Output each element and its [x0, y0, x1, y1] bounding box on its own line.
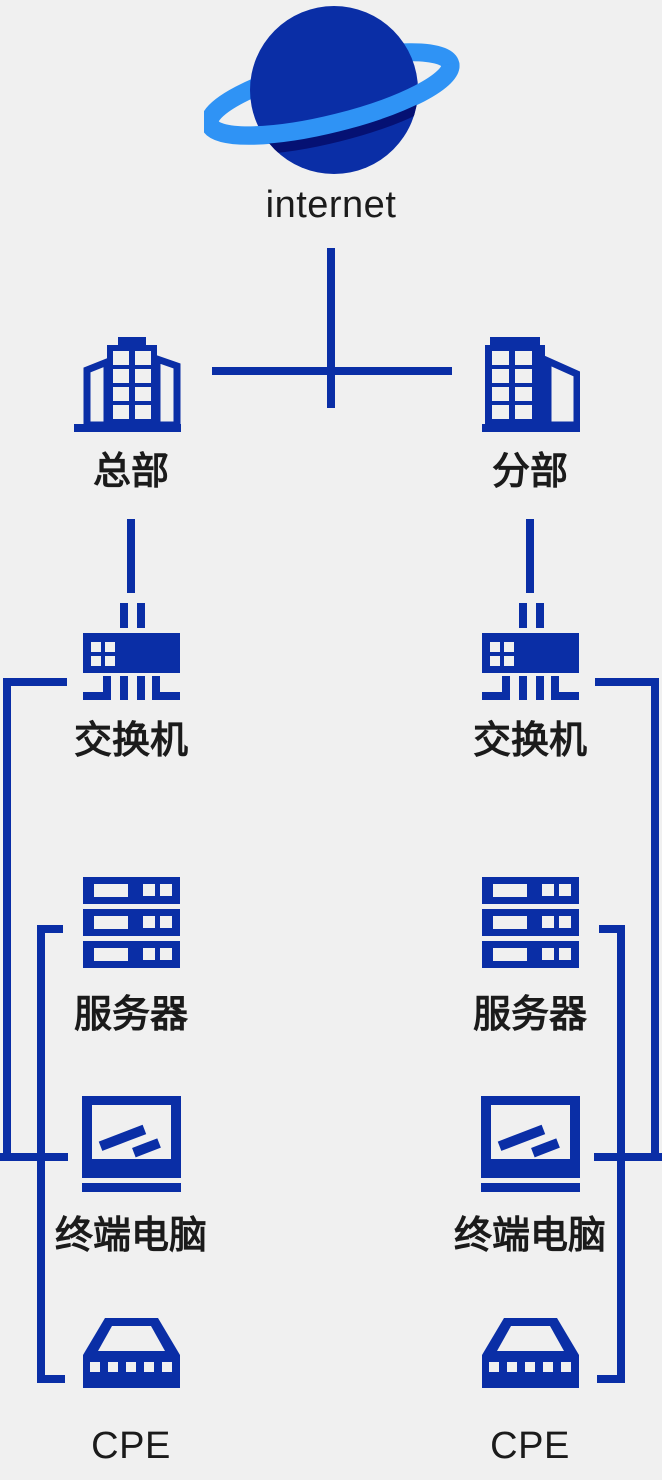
hq-switch-icon [83, 603, 180, 700]
link-hq-server-cpe-vertical [37, 925, 45, 1383]
link-branch-server-cpe-vertical [617, 925, 625, 1383]
branch-server-label: 服务器 [472, 994, 587, 1036]
link-branch-switch-terminal-vertical [651, 678, 659, 1161]
link-hq-terminal-stub [0, 1153, 68, 1161]
branch-switch-label: 交换机 [472, 720, 587, 762]
branch-terminal-label: 终端电脑 [453, 1215, 606, 1257]
branch-switch-icon [482, 603, 579, 700]
internet-globe-icon [204, 6, 460, 174]
branch-building-icon [482, 337, 580, 432]
internet-label: internet [265, 184, 397, 226]
hq-switch-label: 交换机 [73, 720, 188, 762]
hq-server-label: 服务器 [73, 994, 188, 1036]
hq-building-label: 总部 [92, 451, 169, 493]
hq-terminal-computer-icon [82, 1096, 181, 1192]
link-internet-vertical [327, 248, 335, 408]
branch-cpe-icon [482, 1318, 579, 1388]
link-hq-switch-terminal-vertical [3, 678, 11, 1161]
hq-cpe-label: CPE [91, 1425, 171, 1467]
link-hq-building-switch [127, 519, 135, 593]
hq-cpe-icon [83, 1318, 180, 1388]
link-branch-switch-stub [595, 678, 659, 686]
branch-server-icon [482, 877, 579, 968]
hq-terminal-label: 终端电脑 [54, 1215, 207, 1257]
branch-cpe-label: CPE [490, 1425, 570, 1467]
link-hq-cpe-stub [37, 1375, 65, 1383]
link-branch-terminal-stub [594, 1153, 662, 1161]
link-hq-branch-horizontal [212, 367, 452, 375]
link-branch-building-switch [526, 519, 534, 593]
link-branch-cpe-stub [597, 1375, 625, 1383]
hq-building-icon [74, 337, 181, 432]
hq-server-icon [83, 877, 180, 968]
link-hq-switch-stub [3, 678, 67, 686]
branch-building-label: 分部 [491, 451, 568, 493]
link-hq-server-stub [37, 925, 63, 933]
branch-terminal-computer-icon [481, 1096, 580, 1192]
link-branch-server-stub [599, 925, 625, 933]
